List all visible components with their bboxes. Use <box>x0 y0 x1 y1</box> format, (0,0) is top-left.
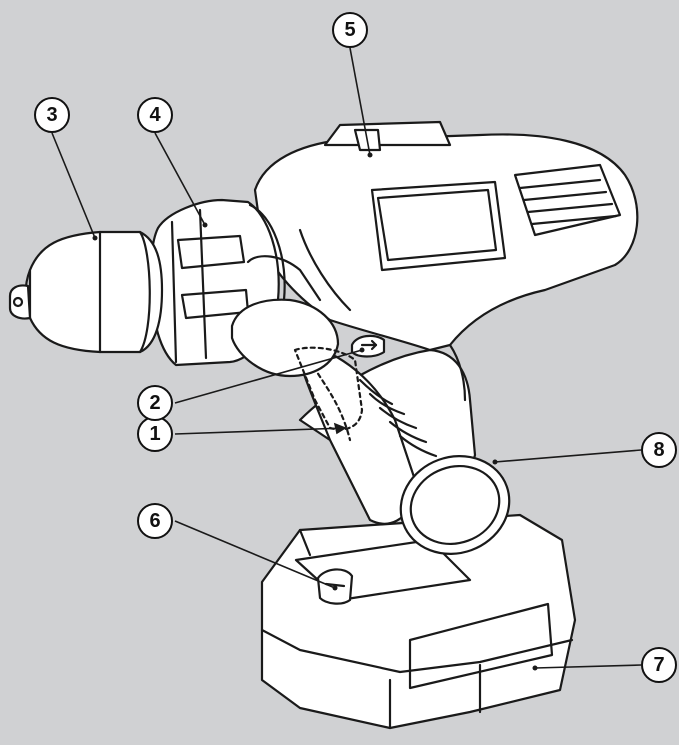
leader-arrow-1 <box>333 422 347 435</box>
gear-selector-switch <box>323 120 452 152</box>
grip-end-cap <box>399 455 511 555</box>
leader-line-1 <box>174 427 346 435</box>
leader-line-4 <box>154 132 206 226</box>
callout-8: 8 <box>641 432 677 468</box>
leader-line-8 <box>494 449 642 463</box>
callout-1: 1 <box>137 416 173 452</box>
motor-housing <box>253 133 639 402</box>
leader-line-5 <box>349 47 371 156</box>
battery-pack <box>260 513 577 730</box>
keyless-chuck <box>24 230 164 354</box>
leader-line-7 <box>534 664 642 669</box>
leader-line-2 <box>174 349 363 404</box>
side-collar <box>230 255 340 378</box>
callout-2: 2 <box>137 385 173 421</box>
leader-line-6 <box>174 520 336 589</box>
chuck-tip <box>8 284 32 320</box>
trigger-switch <box>293 346 364 431</box>
callout-7: 7 <box>641 647 677 683</box>
leader-line-3 <box>51 132 96 239</box>
handle-grip <box>298 343 477 525</box>
callout-4: 4 <box>137 97 173 133</box>
callout-6: 6 <box>137 503 173 539</box>
callout-5: 5 <box>332 12 368 48</box>
direction-slider <box>350 334 386 358</box>
callout-3: 3 <box>34 97 70 133</box>
